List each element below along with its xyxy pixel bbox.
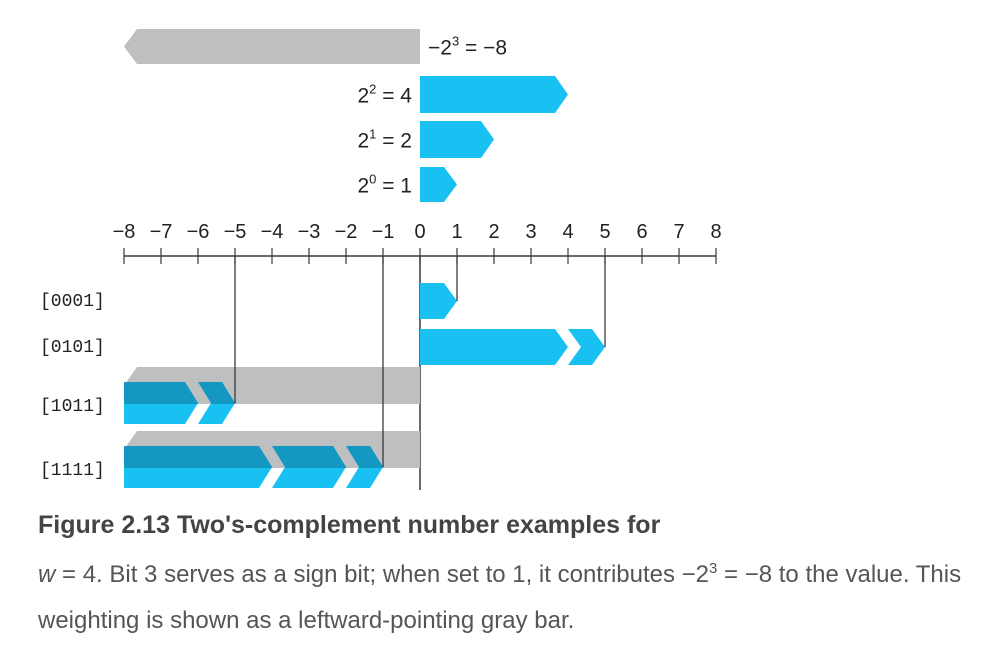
axis-tick-label: 3 [525,221,536,243]
example-bit-pattern: [1111] [40,461,105,481]
caption-text-2: = −8 to the value. This weighting is sho… [38,561,968,634]
example-bit-pattern: [0101] [40,338,105,358]
axis-tick-label: −3 [298,221,321,243]
weight-row: 21 = 2 [357,121,494,158]
axis-tick-label: −1 [372,221,395,243]
example-row: [1111] [40,256,420,488]
overlap-shade [124,446,273,468]
caption-title: Figure 2.13 Two's-complement number exam… [38,511,661,539]
weight-bar [420,121,494,158]
weight-label-base: 2 [357,175,369,198]
sign-bit-bar [124,367,420,404]
weight-row: 20 = 1 [357,167,457,202]
weight-row: 22 = 4 [357,76,568,113]
number-line: −8 −7 −6 −5 −4 −3 −2 −1 0 1 2 3 4 5 6 7 8 [113,221,722,264]
weight-label: 20 = 1 [357,172,412,198]
overlap-shade [272,446,347,468]
twos-complement-diagram: −23 = −822 = 421 = 220 = 1−8−7−6−5−4−3−2… [40,29,722,490]
weight-row: −23 = −8 [124,29,507,64]
weight-label: 21 = 2 [357,127,412,153]
axis-tick-label: 2 [488,221,499,243]
axis-tick-label: 4 [562,221,573,243]
weight-bar [420,167,457,202]
weight-label-value: = 2 [376,130,412,153]
overlap-shade [198,382,236,404]
example-row: [1011] [40,256,420,424]
overlap-shade [346,446,384,468]
caption-text-1: = 4. Bit 3 serves as a sign bit; when se… [55,561,710,588]
weight-label-exponent: 1 [369,127,376,142]
weight-label-exponent: 3 [452,34,459,49]
example-row: [0001] [40,256,458,319]
caption-exponent: 3 [709,560,718,577]
axis-tick-label: −4 [261,221,284,243]
weight-label-exponent: 2 [369,82,376,97]
figure-caption: Figure 2.13 Two's-complement number exam… [38,510,988,644]
weight-label-base: −2 [428,37,452,60]
weight-label-base: 2 [357,130,369,153]
axis-tick-label: 0 [414,221,425,243]
axis-tick-label: −5 [224,221,247,243]
axis-tick-label: −8 [113,221,136,243]
axis-tick-label: 8 [710,221,721,243]
weight-label: 22 = 4 [357,82,412,108]
sign-weight-bar [124,29,420,64]
weight-label-base: 2 [357,85,369,108]
weight-label-value: = −8 [459,37,507,60]
bit-weight-segment [568,329,605,365]
bit-weight-segment [420,329,568,365]
weight-label-exponent: 0 [369,172,376,187]
axis-tick-label: 5 [599,221,610,243]
overlap-shade [124,382,199,404]
axis-tick-label: 1 [451,221,462,243]
bit-weight-segment [420,283,457,319]
axis-tick-label: −2 [335,221,358,243]
weight-bar [420,76,568,113]
axis-tick-label: 6 [636,221,647,243]
example-bit-pattern: [1011] [40,397,105,417]
example-bit-pattern: [0001] [40,292,105,312]
caption-body: w = 4. Bit 3 serves as a sign bit; when … [38,546,988,644]
weight-label: −23 = −8 [428,34,507,60]
axis-tick-label: −6 [187,221,210,243]
axis-tick-label: −7 [150,221,173,243]
axis-tick-label: 7 [673,221,684,243]
example-row: [0101] [40,256,606,365]
weight-label-value: = 4 [376,85,412,108]
weight-label-value: = 1 [376,175,412,198]
caption-variable: w [38,561,56,588]
